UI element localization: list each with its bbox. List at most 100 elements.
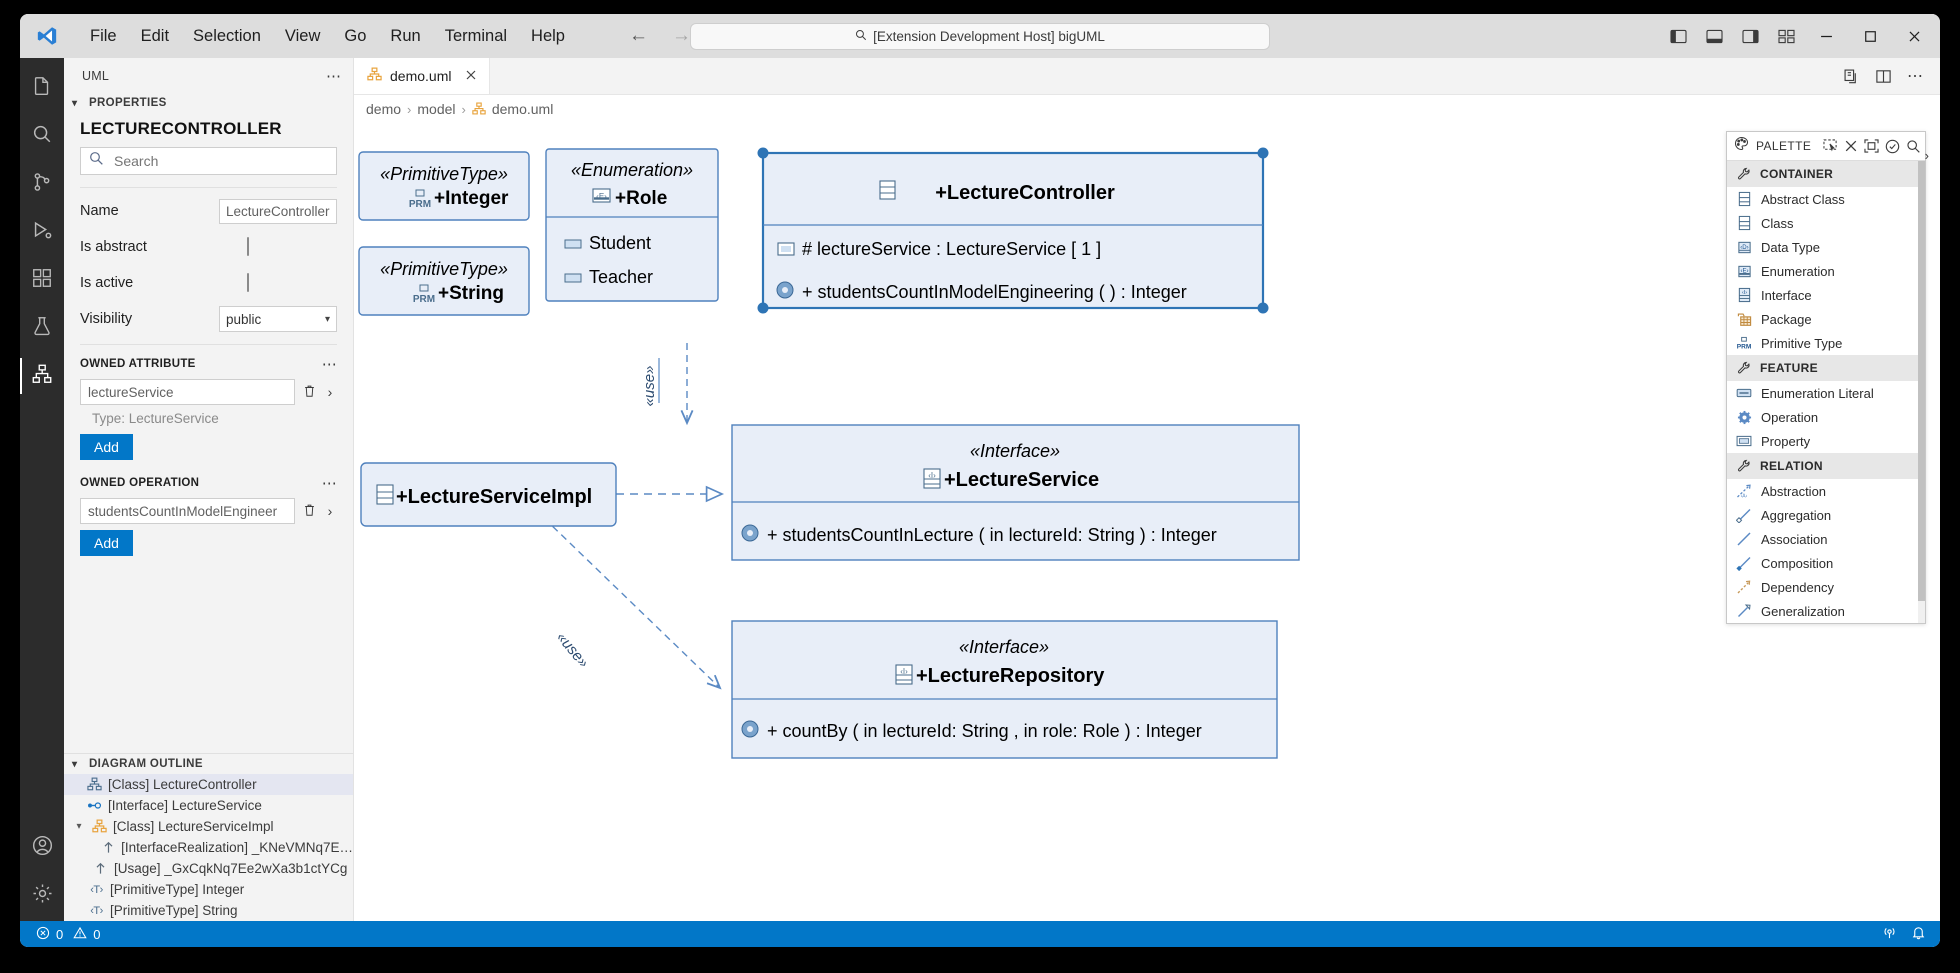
palette-scrollbar-thumb[interactable] — [1918, 161, 1925, 601]
literal-teacher[interactable]: Teacher — [564, 267, 653, 287]
arrow-right-icon[interactable]: → — [671, 25, 691, 46]
breadcrumb-item-demo[interactable]: demo — [366, 101, 402, 117]
node-integer[interactable]: «PrimitiveType» PRM +Integer — [358, 151, 530, 221]
close-icon[interactable] — [465, 68, 477, 84]
palette-item-property[interactable]: Property — [1727, 429, 1925, 453]
palette-item-abstraction[interactable]: ‹A› Abstraction — [1727, 479, 1925, 503]
is-active-checkbox[interactable] — [247, 273, 249, 292]
sidebar-item-source-control[interactable] — [20, 160, 64, 208]
resize-handle[interactable] — [757, 147, 769, 159]
resize-handle[interactable] — [757, 302, 769, 314]
menu-help[interactable]: Help — [531, 26, 565, 45]
node-role[interactable]: «Enumeration» ‹E› +Role Student — [545, 148, 719, 302]
customize-layout-icon[interactable] — [1768, 19, 1804, 53]
name-field[interactable]: LectureController — [219, 198, 337, 224]
palette-item-operation[interactable]: Operation — [1727, 405, 1925, 429]
owned-attribute-input[interactable]: lectureService — [80, 379, 295, 405]
palette-item-data-type[interactable]: ‹D› Data Type — [1727, 235, 1925, 259]
operation-studentscountinmodelengineering[interactable]: + studentsCountInModelEngineering ( ) : … — [776, 281, 1187, 302]
account-icon[interactable] — [20, 821, 64, 869]
chevron-right-icon[interactable]: › — [327, 384, 333, 400]
properties-section-header[interactable]: ▾ PROPERTIES — [64, 93, 353, 113]
palette-item-package[interactable]: Package — [1727, 307, 1925, 331]
toggle-panel-icon[interactable] — [1696, 19, 1732, 53]
trash-icon[interactable] — [302, 503, 316, 520]
list-item[interactable]: [InterfaceRealization] _KNeVMNq7E… — [64, 837, 353, 858]
list-item[interactable]: ▾ [Class] LectureServiceImpl — [64, 816, 353, 837]
node-string[interactable]: «PrimitiveType» PRM +String — [358, 246, 530, 316]
menu-file[interactable]: File — [90, 26, 117, 45]
palette-item-aggregation[interactable]: Aggregation — [1727, 503, 1925, 527]
sidebar-item-run-debug[interactable] — [20, 208, 64, 256]
menu-go[interactable]: Go — [344, 26, 367, 45]
ellipsis-icon[interactable]: ⋯ — [326, 67, 341, 85]
window-close-button[interactable] — [1892, 19, 1936, 53]
node-lecture-repository[interactable]: «Interface» ‹I› +LectureRepository — [731, 620, 1278, 759]
palette-item-dependency[interactable]: Dependency — [1727, 575, 1925, 599]
list-item[interactable]: [Class] LectureController — [64, 774, 353, 795]
search-field[interactable] — [112, 152, 328, 170]
edge-use-controller-service[interactable]: «use» — [641, 343, 694, 426]
is-abstract-checkbox[interactable] — [247, 237, 249, 256]
sidebar-item-testing[interactable] — [20, 304, 64, 352]
owned-operation-input[interactable]: studentsCountInModelEngineer — [80, 498, 295, 524]
menu-selection[interactable]: Selection — [193, 26, 261, 45]
list-item[interactable]: ‹T› [PrimitiveType] String — [64, 900, 353, 921]
visibility-select[interactable]: public ▾ — [219, 306, 337, 332]
add-operation-button[interactable]: Add — [80, 530, 133, 556]
attribute-lectureservice[interactable]: # lectureService : LectureService [ 1 ] — [777, 239, 1101, 259]
resize-handle[interactable] — [1257, 302, 1269, 314]
arrow-left-icon[interactable]: ← — [628, 25, 648, 46]
palette-item-enumeration-literal[interactable]: Enumeration Literal — [1727, 381, 1925, 405]
palette-scrollbar[interactable] — [1918, 161, 1925, 623]
window-maximize-button[interactable] — [1848, 19, 1892, 53]
expand-icon[interactable]: › — [1924, 148, 1929, 163]
palette-item-generalization[interactable]: Generalization — [1727, 599, 1925, 623]
list-item[interactable]: [Interface] LectureService — [64, 795, 353, 816]
broadcast-icon[interactable] — [1882, 925, 1897, 943]
palette-item-enumeration[interactable]: ‹E› Enumeration — [1727, 259, 1925, 283]
list-item[interactable]: ‹T› [PrimitiveType] Integer — [64, 879, 353, 900]
menu-view[interactable]: View — [284, 26, 321, 45]
search-input[interactable] — [80, 147, 337, 175]
diagram-outline-header[interactable]: ▾ DIAGRAM OUTLINE — [64, 754, 353, 774]
marquee-select-icon[interactable] — [1823, 139, 1838, 153]
operation-studentscountinlecture[interactable]: + studentsCountInLecture ( in lectureId:… — [741, 524, 1217, 545]
open-changes-icon[interactable] — [1836, 61, 1866, 91]
literal-student[interactable]: Student — [564, 233, 651, 253]
toggle-primary-sidebar-icon[interactable] — [1660, 19, 1696, 53]
edge-use-impl-repository[interactable]: «use» — [543, 517, 722, 690]
breadcrumb-item-demo-uml[interactable]: demo.uml — [491, 101, 554, 117]
chevron-right-icon[interactable]: › — [327, 503, 333, 519]
sidebar-item-uml[interactable] — [20, 352, 64, 400]
fit-to-screen-icon[interactable] — [1864, 139, 1879, 153]
more-actions-icon[interactable]: ⋯ — [1907, 68, 1923, 85]
search-icon[interactable] — [1906, 139, 1921, 154]
menu-run[interactable]: Run — [390, 26, 421, 45]
status-problems[interactable]: 0 0 — [30, 926, 100, 943]
bell-icon[interactable] — [1911, 925, 1926, 943]
sidebar-item-search[interactable] — [20, 112, 64, 160]
node-lecture-controller[interactable]: +LectureController # lectureService : Le… — [757, 147, 1269, 314]
validate-icon[interactable] — [1885, 139, 1900, 154]
chevron-down-icon[interactable]: ▾ — [76, 821, 82, 832]
list-item[interactable]: [Usage] _GxCqkNq7Ee2wXa3b1ctYCg — [64, 858, 353, 879]
palette-item-abstract-class[interactable]: Abstract Class — [1727, 187, 1925, 211]
toggle-secondary-sidebar-icon[interactable] — [1732, 19, 1768, 53]
delete-icon[interactable] — [1844, 139, 1858, 153]
add-attribute-button[interactable]: Add — [80, 434, 133, 460]
sidebar-item-extensions[interactable] — [20, 256, 64, 304]
ellipsis-icon[interactable]: ⋯ — [321, 475, 337, 492]
trash-icon[interactable] — [302, 384, 316, 401]
node-lecture-service[interactable]: «Interface» ‹I› +LectureService + — [731, 424, 1300, 561]
palette-item-interface[interactable]: ‹I› Interface — [1727, 283, 1925, 307]
operation-countby[interactable]: + countBy ( in lectureId: String , in ro… — [741, 720, 1202, 741]
node-lecture-service-impl[interactable]: +LectureServiceImpl — [360, 462, 617, 527]
palette-item-composition[interactable]: Composition — [1727, 551, 1925, 575]
split-editor-icon[interactable] — [1868, 61, 1898, 91]
command-center[interactable]: [Extension Development Host] bigUML — [690, 22, 1270, 50]
sidebar-item-explorer[interactable] — [20, 64, 64, 112]
palette-item-association[interactable]: Association — [1727, 527, 1925, 551]
menu-edit[interactable]: Edit — [140, 26, 170, 45]
tab-demo-uml[interactable]: demo.uml — [354, 58, 491, 94]
